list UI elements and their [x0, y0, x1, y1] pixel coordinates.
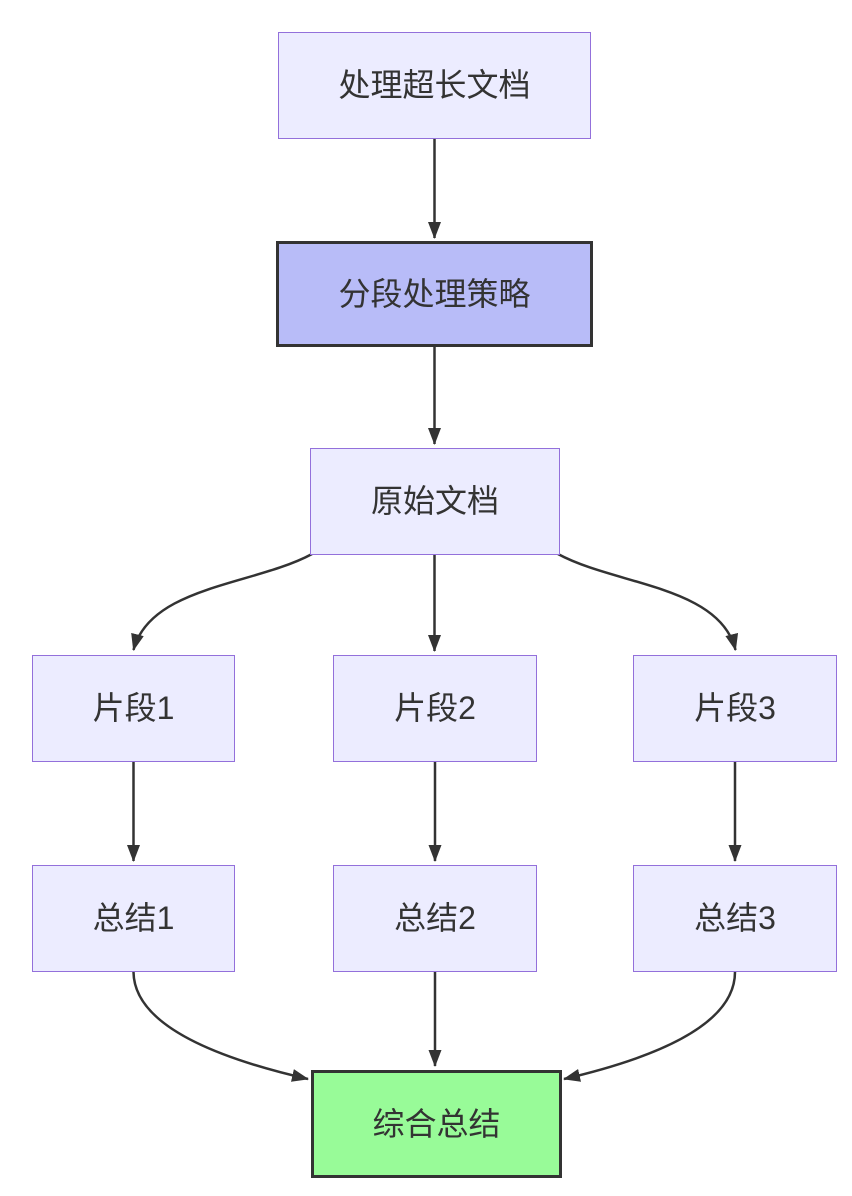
- edge-original-to-fragment-3: [557, 552, 739, 651]
- node-summary-3: 总结3: [633, 865, 837, 972]
- node-label: 原始文档: [370, 483, 499, 520]
- node-final-summary: 综合总结: [311, 1070, 562, 1178]
- node-label: 处理超长文档: [338, 67, 531, 104]
- node-original-doc: 原始文档: [310, 448, 560, 555]
- node-handle-long-doc: 处理超长文档: [278, 32, 591, 139]
- node-summary-1: 总结1: [32, 865, 235, 972]
- node-label: 总结3: [694, 900, 776, 937]
- node-label: 片段3: [694, 690, 776, 727]
- node-label: 总结1: [92, 900, 175, 937]
- node-label: 片段2: [394, 690, 476, 727]
- node-fragment-3: 片段3: [633, 655, 837, 762]
- node-label: 总结2: [394, 900, 476, 937]
- edge-original-to-fragment-1: [131, 552, 313, 651]
- edge-summary-1-to-final: [132, 971, 309, 1082]
- node-segment-strategy: 分段处理策略: [276, 241, 593, 347]
- node-label: 分段处理策略: [338, 275, 531, 312]
- edge-summary-3-to-final: [563, 971, 737, 1082]
- node-label: 片段1: [92, 690, 175, 727]
- node-label: 综合总结: [372, 1105, 501, 1142]
- node-summary-2: 总结2: [333, 865, 537, 972]
- node-fragment-2: 片段2: [333, 655, 537, 762]
- node-fragment-1: 片段1: [32, 655, 235, 762]
